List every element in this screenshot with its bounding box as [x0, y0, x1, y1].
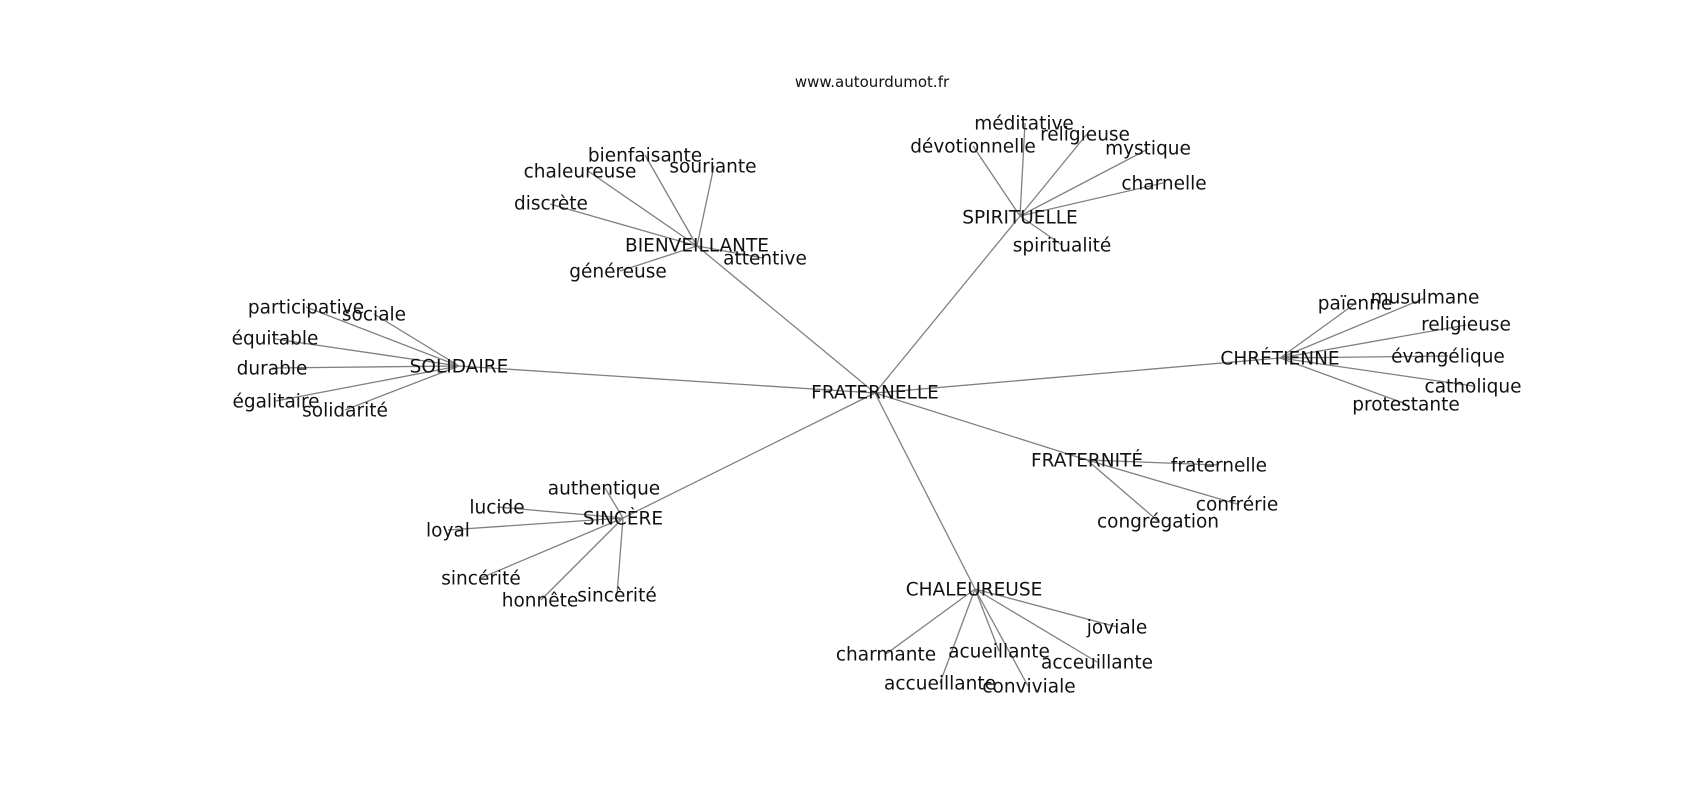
edge-sincere-sincerite	[616, 517, 624, 596]
edge-spirituelle-religieuse	[1019, 133, 1088, 217]
word-node-fraternite-confrerie: confrérie	[1196, 495, 1278, 516]
word-node-chretienne-paienne: païenne	[1318, 294, 1392, 315]
word-node-spirituelle-charnelle: charnelle	[1121, 174, 1206, 195]
word-node-bienveillante-bienfaisante: bienfaisante	[588, 146, 702, 167]
word-node-chaleureuse-joviale: joviale	[1086, 618, 1147, 639]
edge-solidaire-durable	[271, 365, 460, 369]
word-node-fraternite-congregation: congrégation	[1097, 512, 1219, 533]
edge-chretienne-musulmane	[1279, 297, 1426, 359]
word-node-spirituelle-mystique: mystique	[1105, 139, 1191, 160]
edge-spirituelle-mystique	[1019, 148, 1149, 217]
graph-edges	[271, 122, 1474, 687]
word-node-sincere-lucide: lucide	[469, 498, 524, 519]
word-node-spirituelle-spiritualite: spiritualité	[1013, 236, 1112, 257]
word-node-bienveillante-discrete: discrète	[514, 194, 588, 215]
cluster-node-spirituelle: SPIRITUELLE	[962, 208, 1078, 229]
word-node-bienveillante-attentive: attentive	[723, 249, 807, 270]
edge-chretienne-protestante	[1279, 357, 1407, 405]
edge-chretienne-paienne	[1279, 302, 1357, 359]
word-node-chretienne-religieuse: religieuse	[1421, 315, 1511, 336]
edge-spirituelle-spiritualite	[1019, 215, 1063, 246]
edge-solidaire-sociale	[373, 313, 460, 367]
word-node-fraternite-fraternelle: fraternelle	[1171, 456, 1267, 477]
edge-root-spirituelle	[874, 215, 1021, 394]
edge-spirituelle-meditative	[1019, 122, 1026, 217]
edge-bienveillante-attentive	[696, 245, 764, 259]
edge-chaleureuse-acceuillante	[974, 588, 1098, 663]
word-node-chretienne-catholique: catholique	[1425, 377, 1522, 398]
edge-solidaire-participative	[305, 306, 460, 367]
edge-chaleureuse-accueillante	[939, 588, 976, 684]
edge-chretienne-evangelique	[1279, 355, 1449, 359]
edge-bienveillante-bienfaisante	[644, 154, 698, 247]
word-node-bienveillante-souriante: souriante	[669, 157, 756, 178]
edge-sincere-authentique	[604, 487, 624, 519]
edge-solidaire-equitable	[274, 338, 460, 367]
word-node-sincere-authentique: authentique	[548, 479, 660, 500]
edge-solidaire-egalitaire	[275, 365, 460, 402]
word-node-sincere-loyal: loyal	[426, 521, 470, 542]
edge-sincere-sincerite	[480, 517, 624, 579]
word-node-solidaire-egalitaire: égalitaire	[232, 392, 319, 413]
edge-fraternite-confrerie	[1086, 459, 1238, 505]
graph-labels: FRATERNELLE BIENVEILLANTE bienfaisantesour…	[232, 114, 1522, 698]
edge-root-chaleureuse	[874, 392, 976, 590]
cluster-node-solidaire: SOLIDAIRE	[410, 357, 509, 378]
word-node-chretienne-evangelique: évangélique	[1391, 347, 1505, 368]
word-node-spirituelle-devotionnelle: dévotionnelle	[910, 137, 1036, 158]
word-node-solidaire-participative: participative	[248, 298, 364, 319]
word-node-bienveillante-chaleureuse: chaleureuse	[524, 162, 637, 183]
edge-chaleureuse-acueillante	[974, 588, 1000, 652]
word-node-sincere-sincerite: sincèrité	[577, 586, 656, 607]
word-node-solidaire-equitable: équitable	[232, 329, 319, 350]
edge-bienveillante-genereuse	[619, 245, 698, 272]
edge-spirituelle-devotionnelle	[972, 145, 1021, 217]
edge-root-sincere	[622, 392, 876, 519]
cluster-node-bienveillante: BIENVEILLANTE	[625, 236, 769, 257]
cluster-node-chretienne: CHRÉTIENNE	[1220, 348, 1339, 370]
edge-solidaire-solidarite	[344, 365, 460, 411]
root-node-fraternelle: FRATERNELLE	[811, 383, 939, 404]
word-node-spirituelle-religieuse: religieuse	[1040, 125, 1130, 146]
word-node-chaleureuse-acceuillante: acceuillante	[1041, 653, 1153, 674]
edge-chretienne-religieuse	[1279, 324, 1467, 359]
cluster-node-sincere: SINCÈRE	[583, 508, 663, 530]
edge-sincere-loyal	[447, 517, 624, 531]
edge-chaleureuse-conviviale	[974, 588, 1029, 687]
word-node-sincere-honnete: honnête	[502, 591, 579, 612]
word-node-spirituelle-meditative: méditative	[974, 114, 1074, 135]
edge-sincere-honnete	[540, 517, 624, 601]
edge-root-fraternite	[874, 392, 1088, 461]
word-node-solidaire-sociale: sociale	[342, 305, 406, 326]
edge-spirituelle-charnelle	[1019, 182, 1164, 217]
cluster-node-chaleureuse: CHALEUREUSE	[906, 580, 1043, 601]
edge-root-solidaire	[458, 365, 876, 394]
word-node-sincere-sincerite: sincérité	[441, 569, 520, 590]
edge-root-chretienne	[874, 357, 1281, 394]
word-node-chretienne-musulmane: musulmane	[1371, 288, 1480, 309]
word-node-chaleureuse-charmante: charmante	[836, 645, 936, 666]
edge-sincere-lucide	[496, 506, 624, 519]
site-watermark[interactable]: www.autourdumot.fr	[795, 73, 950, 91]
word-node-chaleureuse-conviviale: conviviale	[982, 677, 1075, 698]
edge-chretienne-catholique	[1279, 357, 1474, 387]
word-node-bienveillante-genereuse: généreuse	[569, 262, 667, 283]
edge-bienveillante-chaleureuse	[587, 170, 698, 247]
edge-root-bienveillante	[696, 245, 876, 394]
edge-bienveillante-discrete	[549, 203, 698, 247]
edge-bienveillante-souriante	[696, 165, 715, 247]
edge-chaleureuse-joviale	[974, 588, 1118, 628]
edge-chaleureuse-charmante	[885, 588, 976, 655]
cluster-node-fraternite: FRATERNITÉ	[1031, 450, 1143, 472]
word-node-chaleureuse-acueillante: acueillante	[948, 642, 1050, 663]
word-node-solidaire-durable: durable	[237, 359, 308, 380]
edge-fraternite-fraternelle	[1086, 459, 1220, 466]
edge-fraternite-congregation	[1086, 459, 1159, 522]
word-node-chretienne-protestante: protestante	[1352, 395, 1460, 416]
word-node-chaleureuse-accueillante: accueillante	[884, 674, 996, 695]
word-node-solidaire-solidarite: solidarité	[302, 401, 388, 422]
